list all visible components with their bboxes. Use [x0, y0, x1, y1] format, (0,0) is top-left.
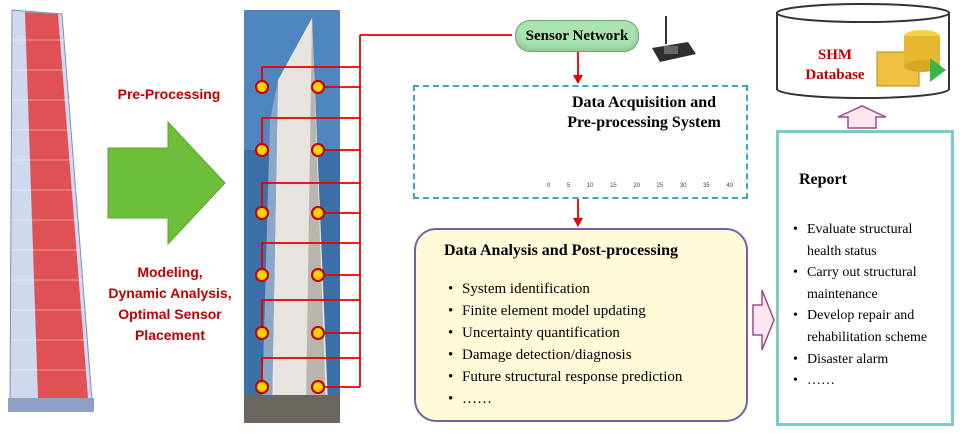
flow-arrows — [573, 51, 583, 227]
pre-processing-label: Pre-Processing — [117, 86, 221, 102]
plot-x-ticks: 0 5 10 15 20 25 30 35 40 — [547, 183, 733, 189]
to-database-arrow — [837, 105, 887, 129]
daq-title-line: Data Acquisition and — [571, 94, 717, 111]
pre-processing-arrow — [107, 120, 226, 246]
plot-tick: 40 — [726, 183, 733, 189]
database-cylinder-icon — [776, 3, 950, 99]
plot-tick: 35 — [703, 183, 710, 189]
list-item: Evaluate structural health status — [793, 219, 943, 262]
sensor-node — [311, 80, 325, 94]
wireless-module-icon — [652, 16, 696, 62]
report-box: Report Evaluate structural health status… — [776, 130, 954, 426]
data-acquisition-title: Data Acquisition and Pre-processing Syst… — [546, 93, 742, 133]
list-item: Carry out structural maintenance — [793, 262, 943, 305]
sensor-node — [311, 380, 325, 394]
post-processing-title: Data Analysis and Post-processing — [444, 242, 678, 259]
sensor-node — [311, 268, 325, 282]
plot-tick: 20 — [633, 183, 640, 189]
plot-tick: 15 — [610, 183, 617, 189]
database-line: Database — [805, 67, 865, 83]
sensor-network-box: Sensor Network — [515, 20, 639, 52]
list-item: System identification — [448, 278, 682, 300]
plot-tick: 30 — [679, 183, 687, 189]
database-line: SHM — [817, 47, 853, 63]
post-processing-box: Data Analysis and Post-processing System… — [414, 228, 748, 422]
list-item: Disaster alarm — [793, 349, 943, 371]
sensor-wires — [261, 34, 512, 388]
plot-tick: 25 — [656, 183, 664, 189]
sensor-node — [255, 143, 269, 157]
modeling-label: Modeling, Dynamic Analysis, Optimal Sens… — [96, 262, 244, 346]
plot-tick: 5 — [566, 183, 571, 189]
modeling-line: Placement — [134, 327, 206, 343]
sensor-node — [255, 326, 269, 340]
sensor-node — [311, 206, 325, 220]
list-item: Future structural response prediction — [448, 366, 682, 388]
list-item: Develop repair and rehabilitation scheme — [793, 305, 943, 348]
tower-photo — [244, 10, 340, 423]
modeling-line: Dynamic Analysis, — [108, 285, 232, 301]
daq-title-line: Pre-processing System — [567, 114, 721, 131]
modeling-line: Modeling, — [137, 264, 203, 280]
list-item: Damage detection/diagnosis — [448, 344, 682, 366]
sensor-node — [255, 380, 269, 394]
to-report-arrow — [752, 289, 775, 351]
list-item: Uncertainty quantification — [448, 322, 682, 344]
sensor-node — [255, 206, 269, 220]
report-title: Report — [799, 171, 847, 188]
shm-database-label: SHM Database — [800, 45, 870, 85]
fe-model-tower — [8, 9, 94, 412]
post-processing-list: System identification Finite element mod… — [448, 278, 682, 410]
list-item: Finite element model updating — [448, 300, 682, 322]
data-acquisition-box — [413, 85, 748, 199]
list-item: …… — [448, 388, 682, 410]
report-list: Evaluate structural health status Carry … — [793, 219, 943, 392]
plot-tick: 0 — [547, 183, 551, 189]
sensor-node — [311, 326, 325, 340]
sensor-network-label: Sensor Network — [525, 27, 629, 44]
sensor-node — [255, 268, 269, 282]
sensor-node — [255, 80, 269, 94]
sensor-node — [311, 143, 325, 157]
plot-tick: 10 — [586, 183, 594, 189]
list-item: …… — [793, 370, 943, 392]
modeling-line: Optimal Sensor — [118, 306, 222, 322]
